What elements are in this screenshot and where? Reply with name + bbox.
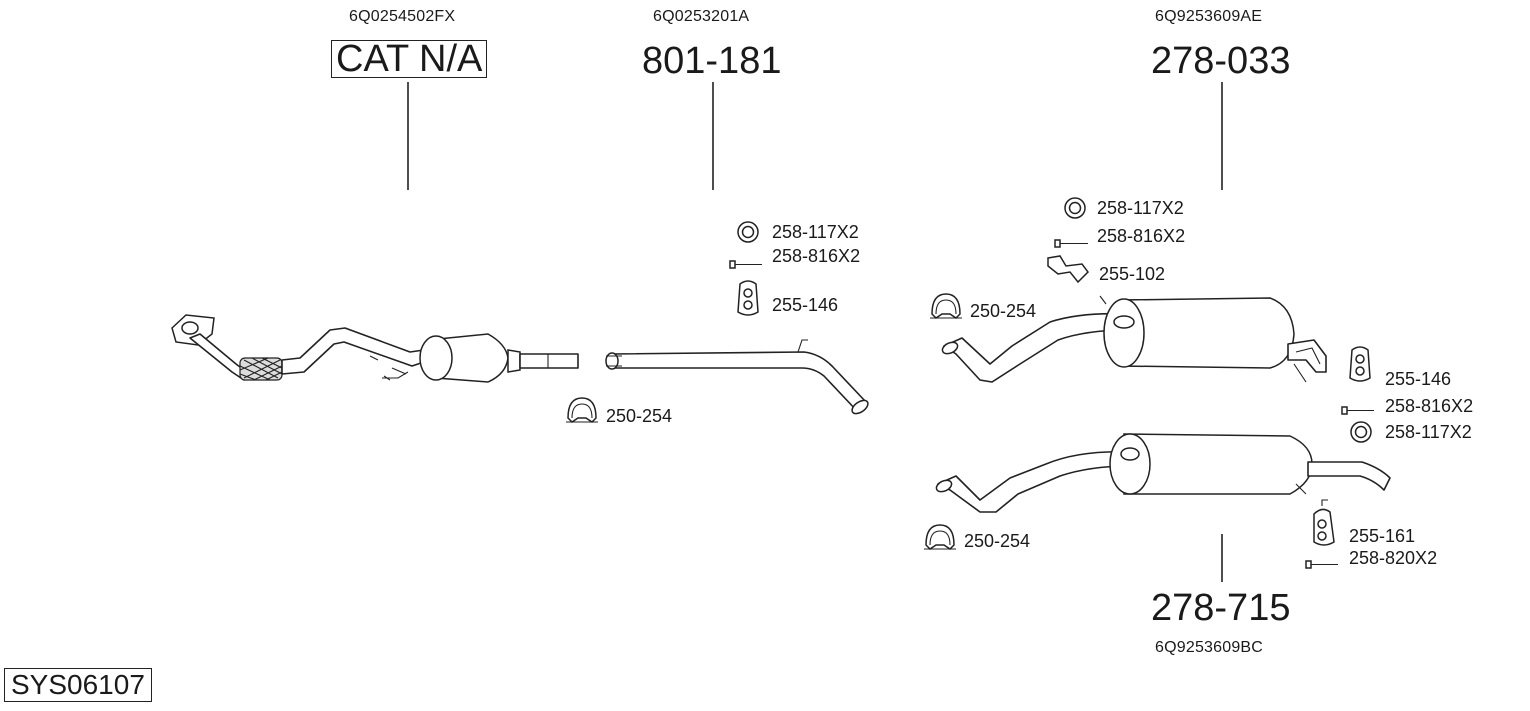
rubber-hanger-icon xyxy=(1313,499,1335,546)
accessory-label-bolt[interactable]: 258-816X2 xyxy=(1385,396,1474,416)
bolt-icon xyxy=(1054,239,1088,248)
oem-number: 6Q0254502FX xyxy=(349,8,456,25)
bracket-icon xyxy=(1047,255,1089,284)
accessory-label-ring[interactable]: 258-117X2 xyxy=(1385,422,1472,442)
rear-silencer-lower xyxy=(935,433,1391,513)
ring-icon xyxy=(737,221,759,243)
catalytic-converter-assembly xyxy=(171,314,579,383)
clamp-icon xyxy=(930,293,962,319)
accessory-label-clamp[interactable]: 250-254 xyxy=(970,301,1037,321)
bolt-icon xyxy=(729,260,762,269)
oem-number: 6Q9253609AE xyxy=(1155,8,1263,25)
accessory-label-clamp[interactable]: 250-254 xyxy=(964,531,1031,551)
part-number[interactable]: 278-715 xyxy=(1151,587,1291,629)
accessory-label-hanger[interactable]: 255-161 xyxy=(1349,526,1416,546)
part-number-box[interactable]: CAT N/A xyxy=(331,40,488,78)
part-number[interactable]: 278-033 xyxy=(1151,40,1291,82)
accessory-label-ring[interactable]: 258-117X2 xyxy=(772,222,859,242)
middle-pipe xyxy=(605,339,869,415)
accessory-label-clamp[interactable]: 250-254 xyxy=(606,406,673,426)
accessory-label-hanger[interactable]: 255-146 xyxy=(1385,369,1452,389)
ring-icon xyxy=(1350,421,1372,443)
oem-number: 6Q0253201A xyxy=(653,8,750,25)
clamp-icon xyxy=(566,397,598,423)
ring-icon xyxy=(1064,197,1086,219)
accessory-label-bracket[interactable]: 255-102 xyxy=(1099,264,1166,284)
rubber-hanger-icon xyxy=(737,280,759,316)
clamp-icon xyxy=(924,524,956,550)
accessory-label-bolt[interactable]: 258-820X2 xyxy=(1349,548,1438,568)
bolt-icon xyxy=(1305,560,1338,569)
oem-number: 6Q9253609BC xyxy=(1155,639,1264,656)
rubber-hanger-icon xyxy=(1349,346,1371,382)
accessory-label-bolt[interactable]: 258-816X2 xyxy=(1097,226,1186,246)
system-id-box: SYS06107 xyxy=(4,668,152,702)
accessory-label-ring[interactable]: 258-117X2 xyxy=(1097,198,1184,218)
rear-silencer-upper xyxy=(941,295,1327,383)
bolt-icon xyxy=(1341,406,1374,415)
part-number[interactable]: 801-181 xyxy=(642,40,782,82)
accessory-label-hanger[interactable]: 255-146 xyxy=(772,295,839,315)
accessory-label-bolt[interactable]: 258-816X2 xyxy=(772,246,861,266)
